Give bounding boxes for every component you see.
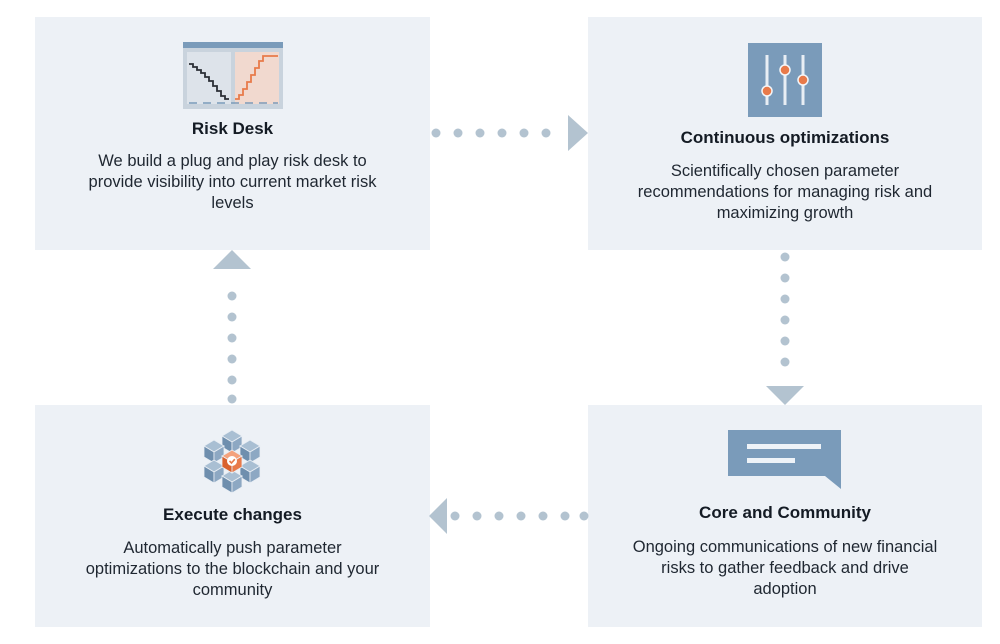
description-line: provide visibility into current market r… [88, 173, 377, 191]
card-title: Core and Community [699, 503, 871, 522]
description-line: community [192, 581, 273, 599]
connector-down [766, 252, 804, 405]
card-description: Automatically push parameter optimizatio… [35, 538, 430, 601]
description-line: maximizing growth [716, 204, 854, 222]
description-line: We build a plug and play risk desk to [98, 152, 367, 170]
connector-left [429, 498, 589, 534]
description-line: recommendations for managing risk and [637, 183, 933, 201]
arrow-up-icon [213, 250, 251, 269]
description-line: Scientifically chosen parameter [670, 162, 900, 180]
description-line: optimizations to the blockchain and your [85, 560, 380, 578]
description-line: risks to gather feedback and drive [661, 559, 909, 577]
card-title: Risk Desk [191, 119, 274, 138]
sliders-icon [748, 43, 822, 117]
card-description: We build a plug and play risk desk to pr… [35, 151, 430, 214]
connector-right [431, 115, 588, 151]
card-title: Execute changes [163, 505, 302, 524]
card-description: Scientifically chosen parameter recommen… [588, 161, 982, 224]
risk-chart-icon [183, 42, 283, 109]
description-line: Automatically push parameter [123, 539, 342, 557]
cube-cluster-icon [203, 429, 261, 494]
description-line: levels [211, 194, 254, 212]
risk-desk-card: Risk Desk We build a plug and play risk … [35, 17, 430, 250]
arrow-left-icon [429, 498, 447, 534]
description-line: Ongoing communications of new financial [632, 538, 938, 556]
arrow-right-icon [568, 115, 588, 151]
chat-bubble-icon [728, 430, 841, 489]
core-community-card: Core and Community Ongoing communication… [588, 405, 982, 627]
execute-changes-card: Execute changes Automatically push param… [35, 405, 430, 627]
description-line: adoption [753, 580, 817, 598]
arrow-down-icon [766, 386, 804, 405]
continuous-optimizations-card: Continuous optimizations Scientifically … [588, 17, 982, 250]
card-description: Ongoing communications of new financial … [588, 537, 982, 600]
card-title: Continuous optimizations [680, 128, 890, 147]
connector-up [213, 250, 251, 404]
